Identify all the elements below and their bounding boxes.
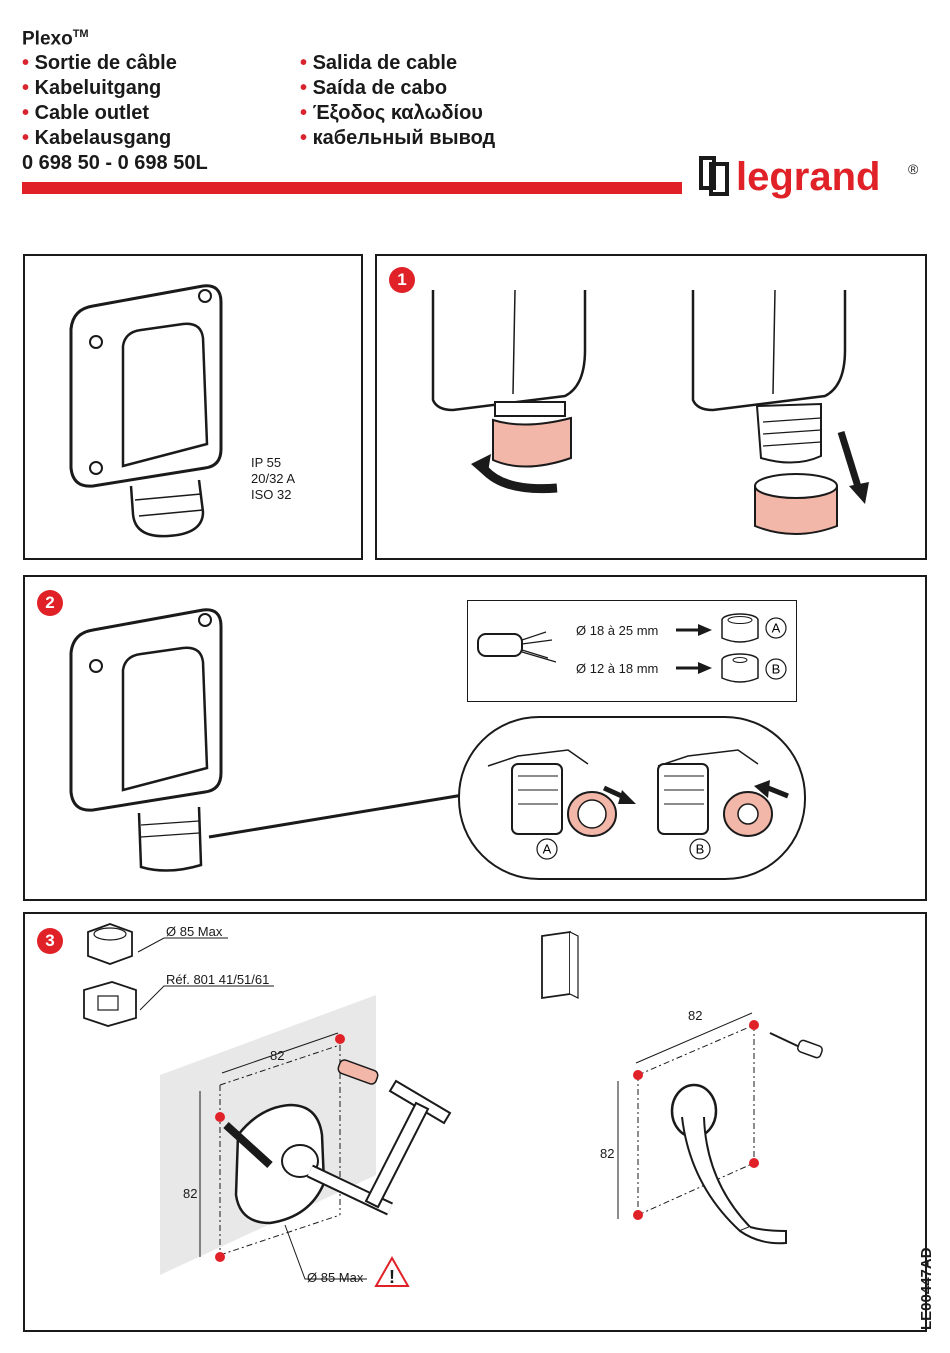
dim-vertical-2: 82	[600, 1146, 615, 1161]
dim-horizontal: 82	[270, 1048, 285, 1063]
arrow-right-icon	[676, 662, 712, 674]
title-nl: • Kabeluitgang	[22, 77, 162, 100]
dowel-icon	[541, 930, 579, 1000]
template-illustration	[617, 1012, 823, 1245]
spec-current: 20/32 A	[251, 471, 296, 486]
spec-list: IP 55 20/32 A ISO 32	[251, 455, 295, 503]
zoom-label-b: B	[689, 838, 711, 860]
spec-ip: IP 55	[251, 455, 282, 470]
product-illustration	[69, 284, 223, 538]
zoom-label-a: A	[536, 838, 558, 860]
logo-text: legrand	[736, 155, 880, 199]
box-max-label: Ø 85 Max	[166, 924, 223, 939]
arrow-right-icon	[676, 624, 712, 636]
surface-box-icon	[83, 981, 137, 1027]
brand-title: PlexoTM	[22, 28, 89, 50]
wall-mounting-illustration	[160, 995, 452, 1275]
label-b-text: B	[772, 662, 781, 677]
zoom-label-b-text: B	[696, 842, 705, 857]
step-1-illustration	[431, 289, 869, 535]
leader-line	[284, 1224, 367, 1280]
title-fr: • Sortie de câble	[22, 52, 177, 75]
label-a-text: A	[772, 621, 781, 636]
seal-detail-zoom	[458, 716, 806, 880]
option-a-dim: Ø 18 à 25 mm	[576, 623, 659, 638]
title-el: • Έξοδος καλωδίου	[300, 102, 483, 124]
step-2-badge: 2	[37, 590, 63, 616]
option-b-dim: Ø 12 à 18 mm	[576, 661, 659, 676]
header-left: PlexoTM • Sortie de câble • Kabeluitgang…	[22, 22, 208, 176]
seal-ring-a-icon	[721, 613, 759, 643]
header-right: • Salida de cable • Saída de cabo • Έξοδ…	[300, 51, 495, 151]
label-a-circle: A	[765, 617, 787, 639]
zoom-label-a-text: A	[543, 842, 552, 857]
title-es: • Salida de cable	[300, 52, 458, 74]
spec-iso: ISO 32	[251, 487, 292, 502]
header-red-bar	[22, 182, 682, 194]
dim-vertical: 82	[183, 1186, 198, 1201]
step-1-badge: 1	[389, 267, 415, 293]
warning-icon: !	[374, 1255, 410, 1287]
title-en: • Cable outlet	[22, 102, 150, 125]
dim-horizontal-2: 82	[688, 1008, 703, 1023]
label-b-circle: B	[765, 658, 787, 680]
legrand-mark-icon	[699, 156, 729, 196]
step-2-device-illustration	[69, 608, 464, 872]
title-ru: • кабельный вывод	[300, 127, 496, 149]
legrand-logo: legrand ®	[699, 155, 919, 199]
title-de: • Kabelausgang	[22, 127, 172, 150]
ref-label: Réf. 801 41/51/61	[166, 972, 270, 987]
warning-mark: !	[389, 1267, 395, 1287]
flush-box-icon	[87, 923, 133, 965]
cable-icon	[477, 631, 557, 663]
bottom-max-label: Ø 85 Max	[307, 1270, 364, 1285]
document-code: LE00447AD	[918, 1247, 935, 1330]
leader-line	[139, 985, 274, 1011]
leader-line	[137, 937, 228, 953]
seal-ring-b-icon	[721, 653, 759, 683]
step-3-badge: 3	[37, 928, 63, 954]
product-references: 0 698 50 - 0 698 50L	[22, 152, 208, 175]
logo-registered: ®	[908, 161, 919, 177]
title-pt: • Saída de cabo	[300, 77, 448, 99]
